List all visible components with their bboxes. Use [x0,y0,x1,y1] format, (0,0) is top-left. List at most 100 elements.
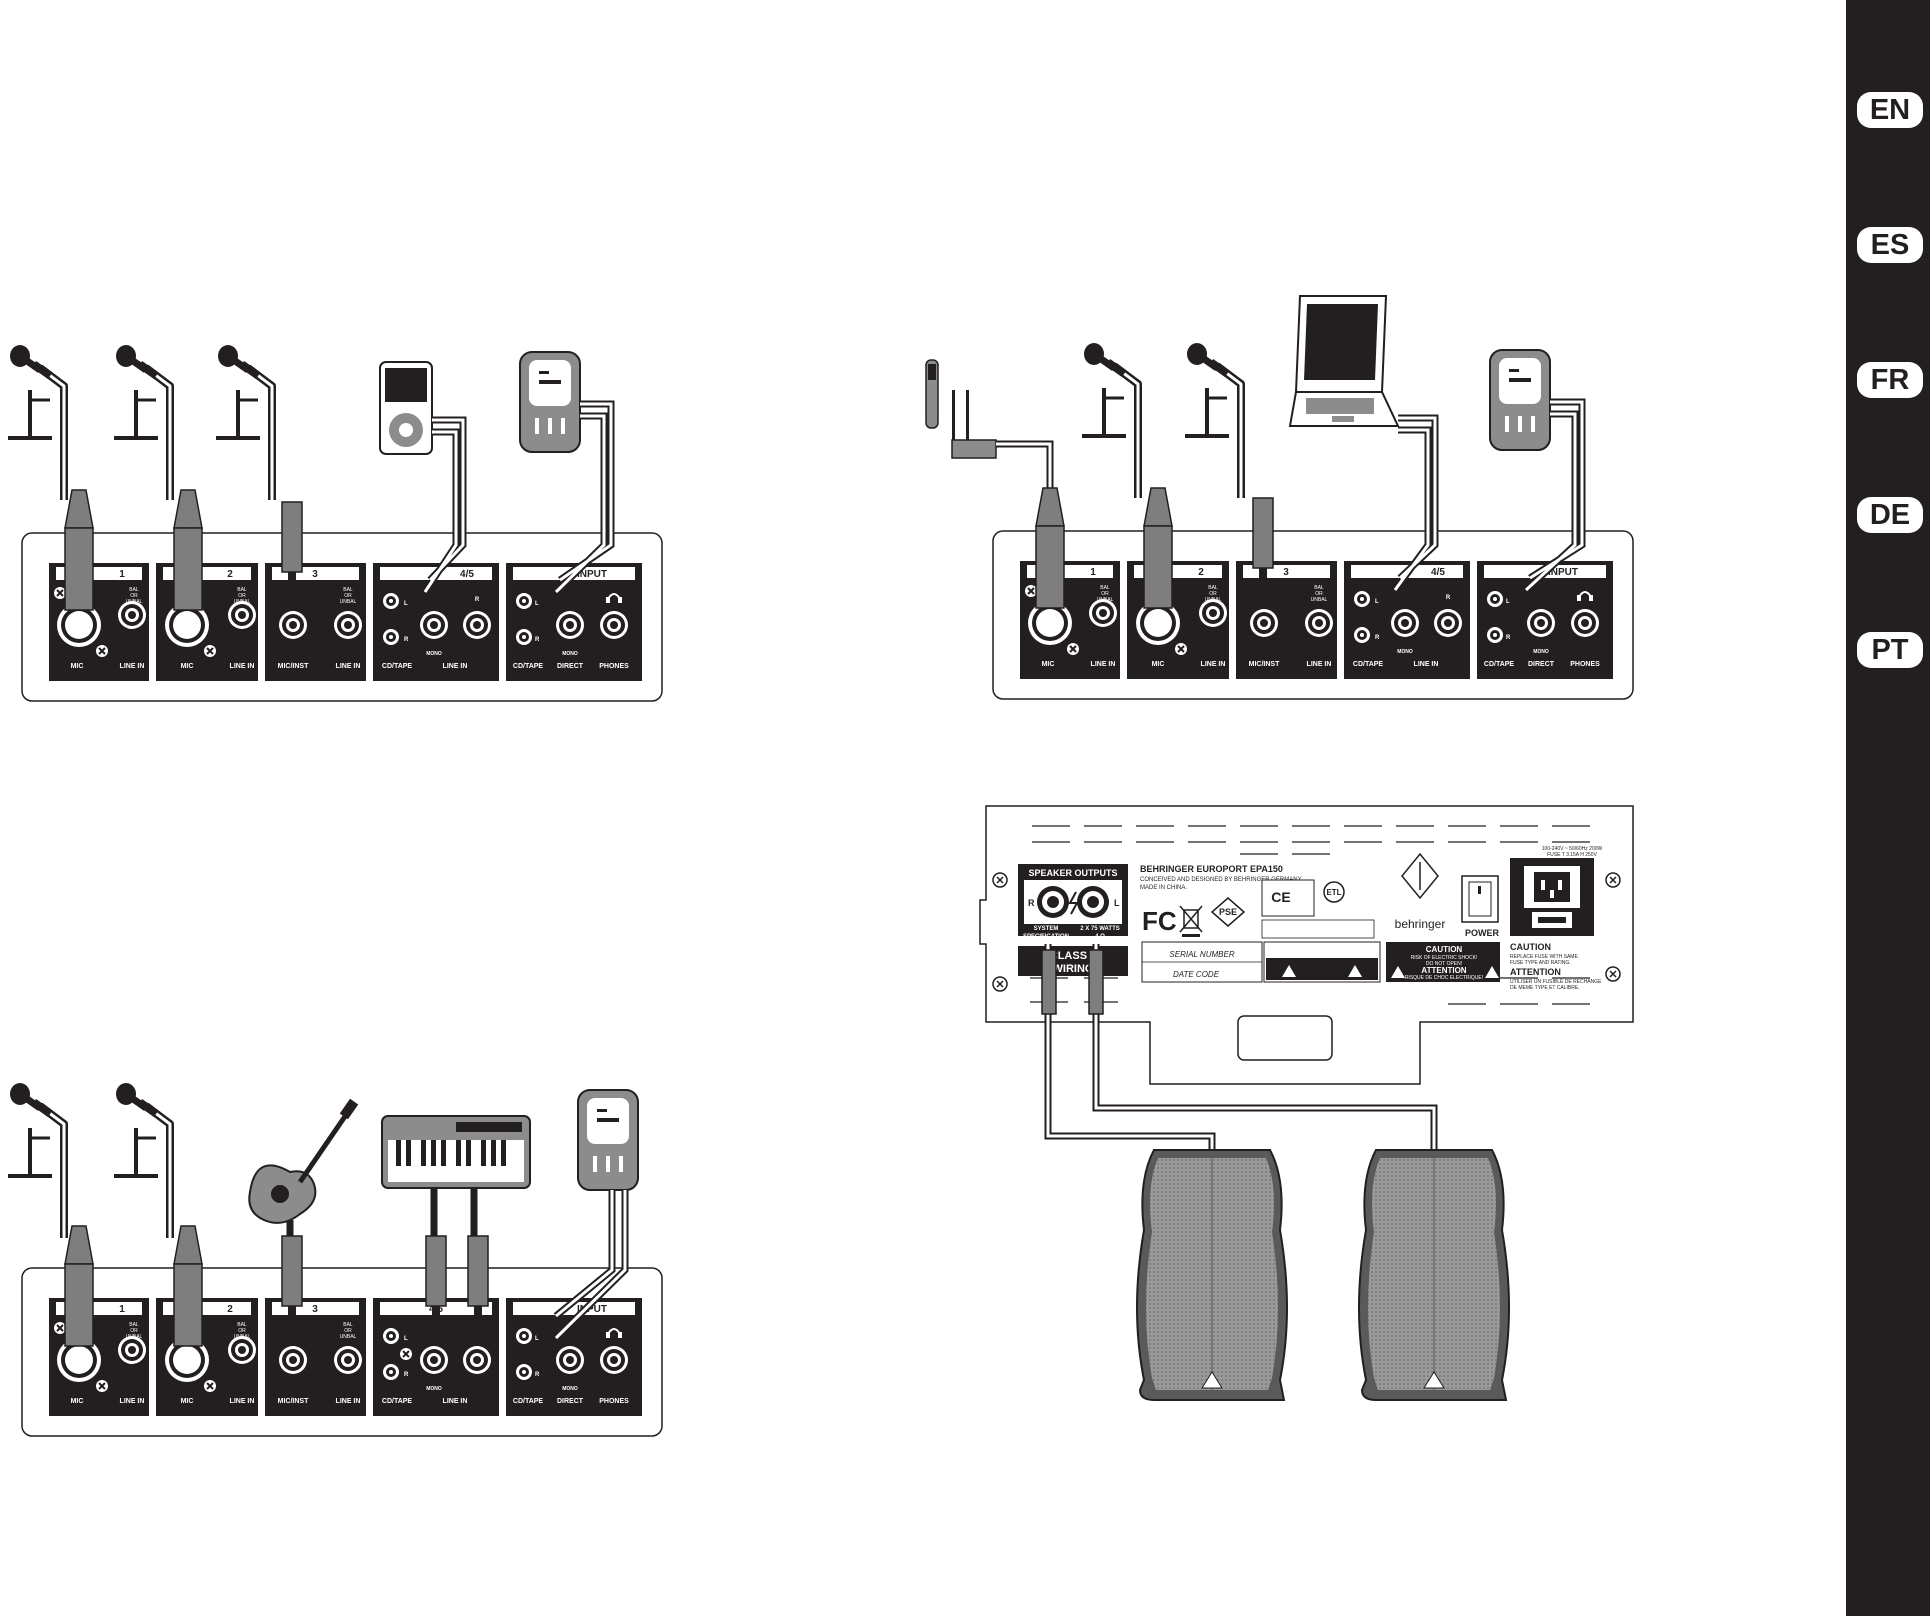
fc-logo: FC [1142,906,1177,936]
channel-1: 1 BAL OR UNBAL MIC LINE IN [49,563,149,681]
channel-number: 3 [312,569,318,580]
unbal-label: UNBAL [340,1334,357,1340]
l-label: L [404,1336,408,1342]
mp3-player-icon [379,361,433,455]
mono-label: MONO [562,1386,578,1392]
phones-label: PHONES [599,663,629,670]
bal-label: BAL [343,1322,353,1328]
speaker-cables [1041,944,1438,1154]
l-label: L [404,601,408,607]
r-label: R [404,637,409,643]
or-label: OR [1209,591,1217,597]
mono-label: MONO [426,1386,442,1392]
lightning-icon [1068,891,1079,915]
bal-label: BAL [129,587,139,593]
line-in-label: LINE IN [1307,661,1332,668]
channel-number: 1 [1090,567,1096,578]
channel-number: 4/5 [460,569,474,580]
r-label: R [404,1372,409,1378]
fuse-spec: FUSE T 3.15A H 250V [1547,852,1598,858]
caution-label: CAUTION [1426,945,1463,954]
input-title: INPUT [1548,567,1578,578]
microphone-icon [1185,343,1241,498]
fuse-attention-text: UTILISER UN FUSIBLE DE RECHANGE [1510,979,1602,985]
xlr-plug [64,489,94,611]
fuse-attention-label: ATTENTION [1510,967,1561,977]
warning-icon [1391,966,1405,978]
tab-es[interactable]: ES [1857,227,1923,263]
unbal-label: UNBAL [1097,597,1114,603]
microphone-icon [114,1083,170,1238]
shock-text: RISK OF ELECTRIC SHOCK! [1411,955,1478,961]
xlr-plug [64,1225,94,1347]
speaker-outputs: SPEAKER OUTPUTS R L SYSTEM SPECIFICATION… [1018,864,1128,976]
line-in-label: LINE IN [336,1398,361,1405]
mic-label: MIC [1152,661,1165,668]
system-label: SYSTEM [1034,926,1059,932]
cd-tape-label: CD/TAPE [513,663,544,670]
line-in-label: LINE IN [1091,661,1116,668]
bal-label: BAL [343,587,353,593]
power-supply-icon [519,351,581,453]
l-label: L [1114,898,1120,908]
line-in-label: LINE IN [1414,661,1439,668]
tab-fr[interactable]: FR [1857,362,1923,398]
l-label: L [535,1336,539,1342]
unbal-label: UNBAL [1311,597,1328,603]
speaker-outputs-title: SPEAKER OUTPUTS [1028,868,1117,878]
channel-3: 3 BAL OR UNBAL MIC/INST LINE IN [265,563,366,681]
ohms-label: 4 Ω [1095,934,1105,940]
voltage-spec: 100-240V ~ 50/60Hz 200W [1542,846,1603,852]
cd-tape-label: CD/TAPE [513,1398,544,1405]
line-in-label: LINE IN [443,663,468,670]
r-label: R [1506,635,1511,641]
power-label: POWER [1465,928,1500,938]
microphone-icon [216,345,272,500]
cd-tape-label: CD/TAPE [382,663,413,670]
channel-number: 4/5 [1431,567,1445,578]
unbal-label: UNBAL [1205,597,1222,603]
acoustic-guitar-icon [248,1098,359,1224]
channel-number: 2 [1198,567,1204,578]
channel-number: 1 [119,1304,125,1315]
mono-label: MONO [1533,649,1549,655]
mic-cable [996,440,1054,490]
weee-bin-icon [1179,905,1203,937]
direct-label: DIRECT [557,663,584,670]
class2-label: CLASS 2 [1050,950,1096,962]
xlr-plug [173,1225,203,1347]
bal-label: BAL [237,1322,247,1328]
model-name: BEHRINGER EUROPORT EPA150 [1140,864,1283,874]
mic-inst-label: MIC/INST [1249,661,1280,668]
bal-label: BAL [1208,585,1218,591]
tab-de[interactable]: DE [1857,497,1923,533]
amplifier-rear-panel: SPEAKER OUTPUTS R L SYSTEM SPECIFICATION… [979,805,1634,1085]
phones-label: PHONES [599,1398,629,1405]
or-label: OR [130,593,138,599]
line-in-label: LINE IN [443,1398,468,1405]
mic-label: MIC [181,663,194,670]
l-label: L [1506,599,1510,605]
keyboard-cable [430,1188,478,1236]
input-title: INPUT [577,1304,607,1315]
watts-label: 2 X 75 WATTS [1080,926,1120,932]
unbal-label: UNBAL [126,599,143,605]
l-label: L [1375,599,1379,605]
r-label: R [1375,635,1380,641]
date-code-label: DATE CODE [1173,970,1220,979]
language-sidebar: EN ES FR DE PT [1846,0,1930,1616]
risque-text: RISQUE DE CHOC ELECTRIQUE! [1405,975,1483,981]
mixer-panel: 1 BAL OR UNBAL MIC LINE IN 2 BAL OR UNBA… [21,1267,663,1437]
microphone-icon [1082,343,1138,498]
mixer-panel: 1 BAL OR UNBAL MIC LINE IN 2 BAL OR UNBA… [21,532,663,702]
bal-label: BAL [1100,585,1110,591]
input-title: INPUT [577,569,607,580]
bal-label: BAL [1314,585,1324,591]
laptop-icon [1288,295,1400,427]
tab-pt[interactable]: PT [1857,632,1923,668]
tab-en[interactable]: EN [1857,92,1923,128]
unbal-label: UNBAL [234,599,251,605]
mic-inst-label: MIC/INST [278,1398,309,1405]
behringer-logo: behringer [1395,852,1445,931]
warning-icon [1485,966,1499,978]
